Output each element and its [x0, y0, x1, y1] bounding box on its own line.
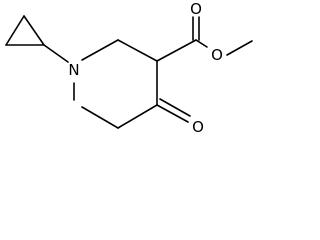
ketone-oxygen-label: O [192, 118, 204, 136]
molecule-structure: N O O O [5, 0, 253, 136]
ester-single-bond [195, 39, 208, 48]
cyclopropyl-ring [5, 15, 45, 46]
methyl-bond [226, 40, 253, 56]
carbonyl-oxygen-label: O [190, 0, 202, 18]
nitrogen-label: N [68, 61, 79, 79]
ketone-bond-line [159, 98, 191, 117]
ester-carbonyl-double-bond [192, 16, 200, 41]
ketone-bond-line [156, 104, 189, 123]
ring-bond [117, 104, 158, 129]
cyclopropyl-bond [5, 15, 25, 46]
ring-to-ester-bond [156, 39, 197, 62]
ring-bond [81, 39, 119, 61]
cyclopropyl-bond [23, 15, 45, 46]
ring-bond [117, 39, 158, 62]
ketone-double-bond [156, 98, 191, 123]
piperidine-ring [73, 39, 158, 129]
cyclopropyl-nitrogen-bond [43, 44, 69, 63]
ester-oxygen-label: O [211, 46, 223, 64]
ring-bond [81, 106, 119, 129]
